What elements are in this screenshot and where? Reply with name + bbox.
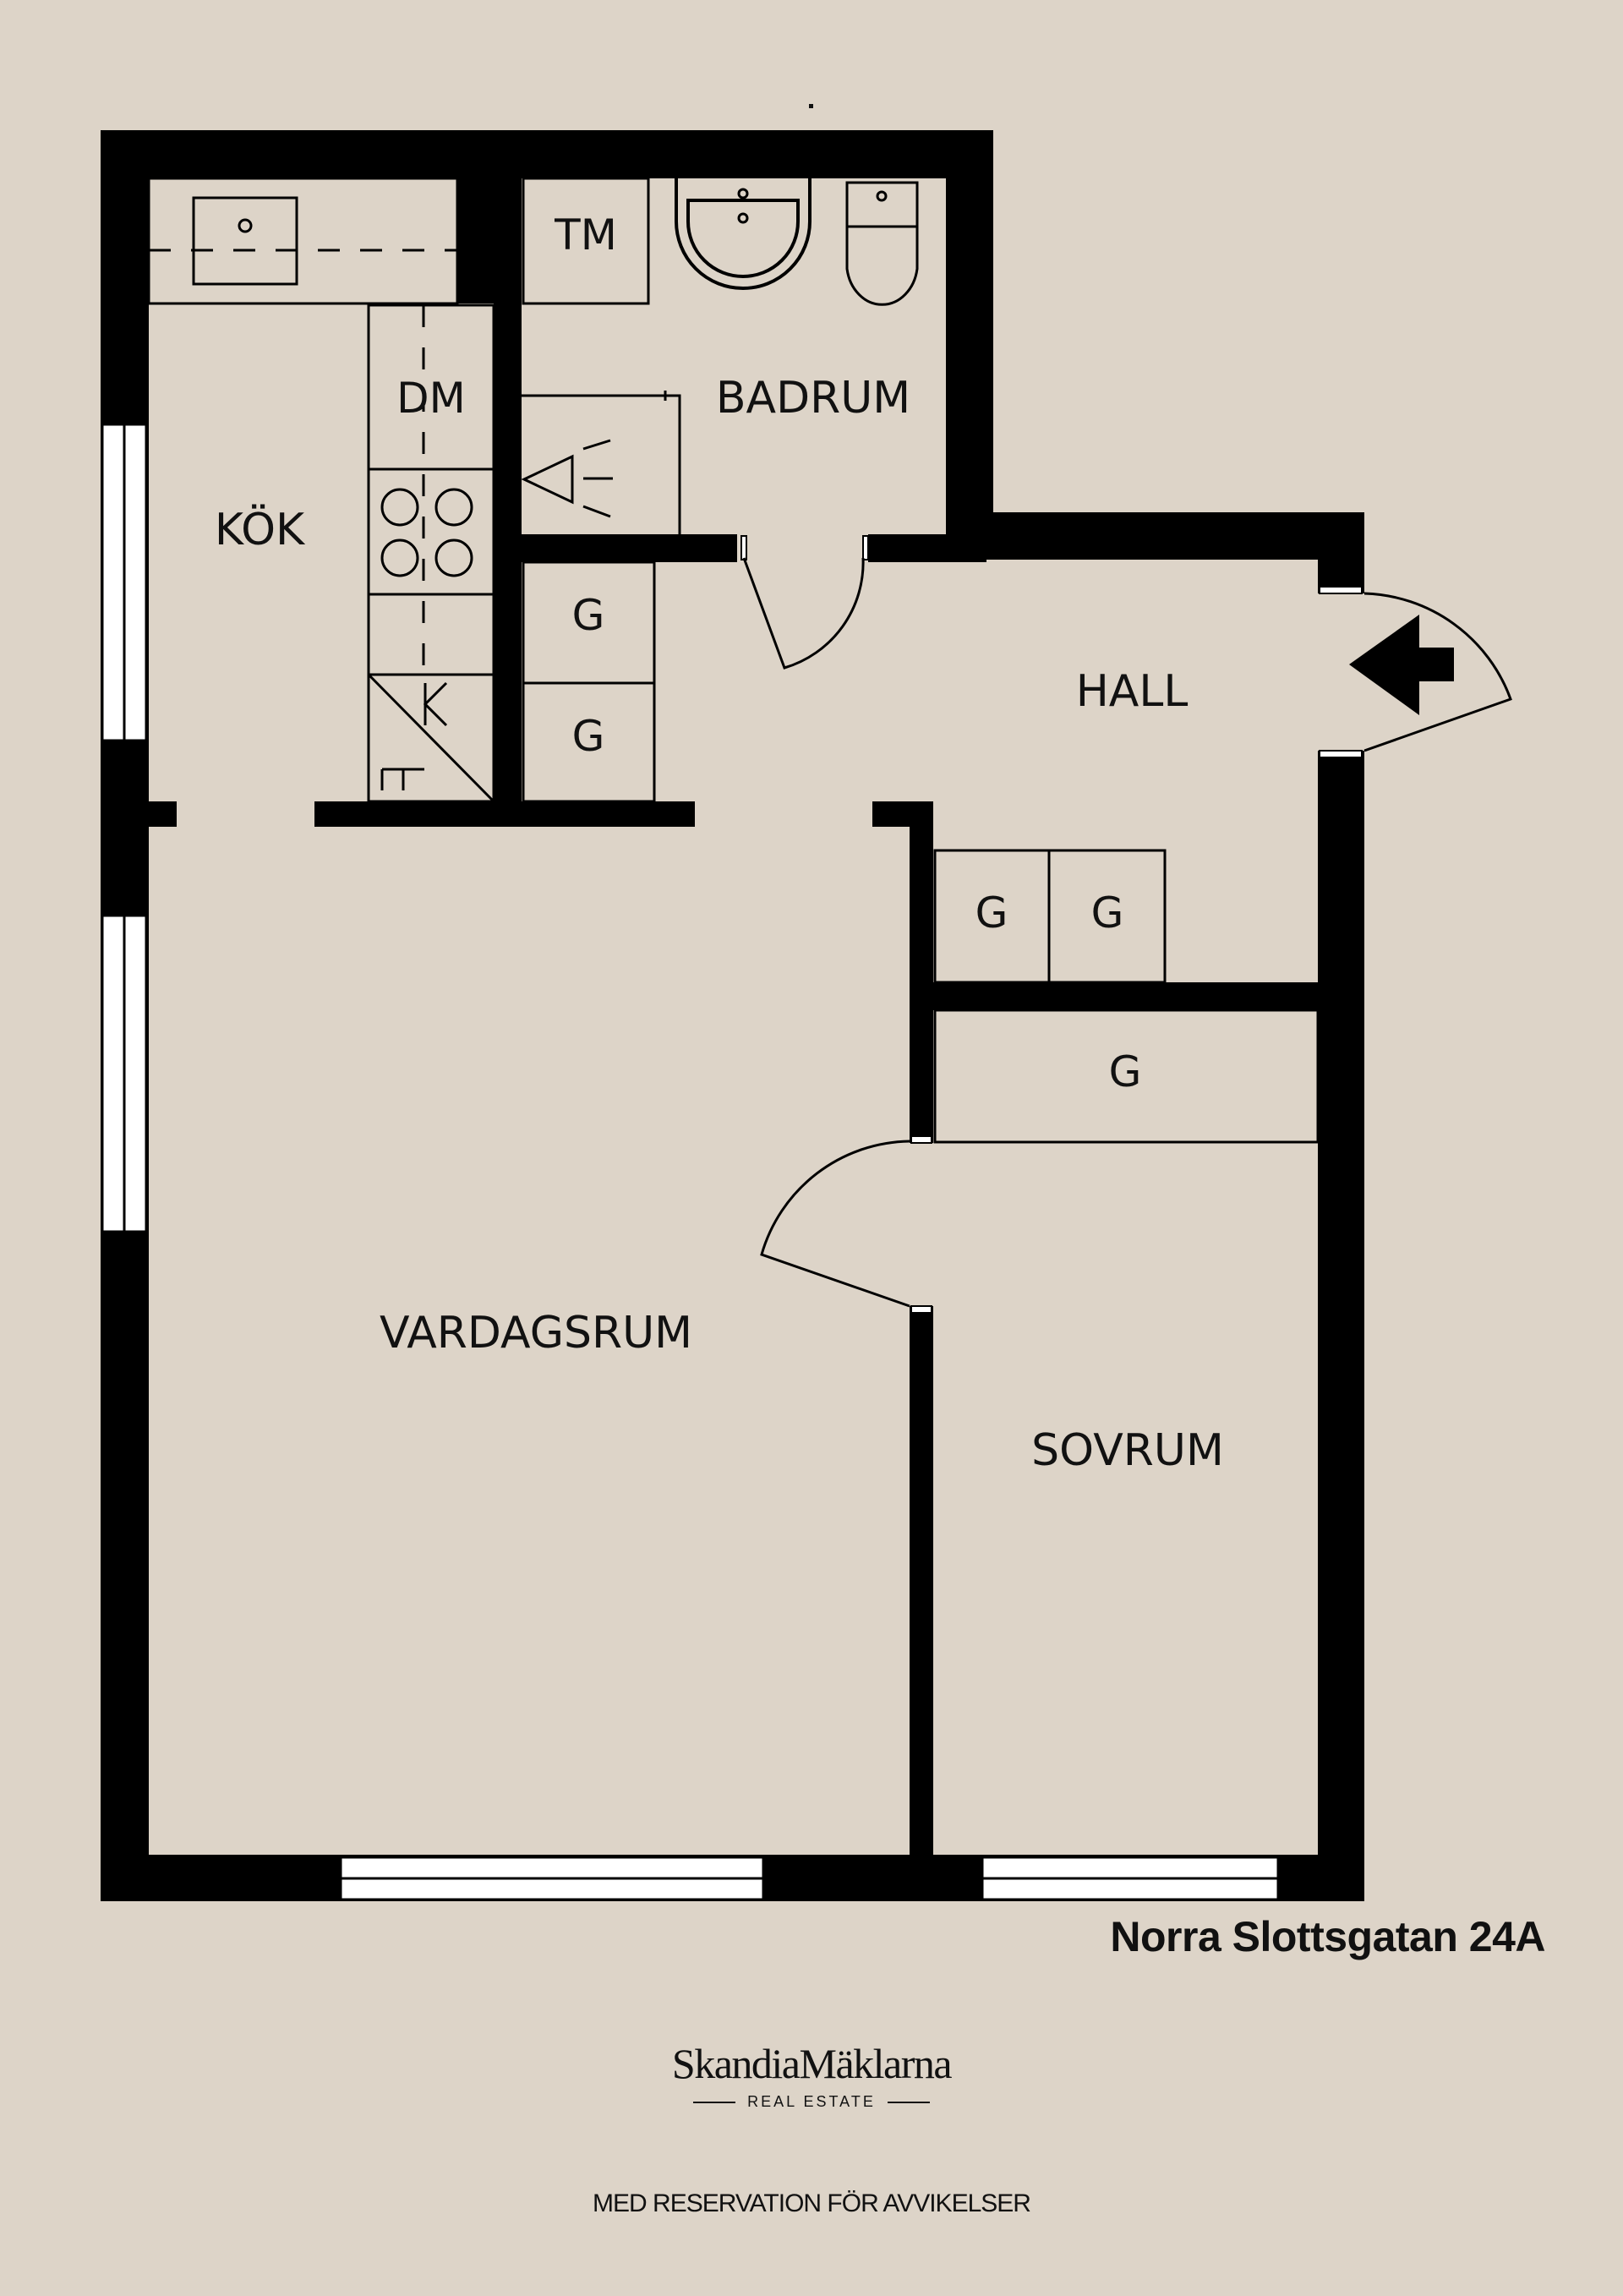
kitchen-fixtures [147, 177, 495, 803]
divider [693, 2101, 736, 2103]
toilet-icon [845, 181, 919, 306]
doors [742, 557, 1512, 1308]
room-label-sovrum: SOVRUM [1031, 1425, 1224, 1476]
sink-icon [675, 178, 812, 290]
closets [522, 560, 1320, 1144]
label-dm: DM [396, 374, 466, 423]
windows [101, 423, 1280, 1901]
bathroom-fixtures [521, 177, 919, 534]
room-label-kok: KÖK [215, 504, 306, 555]
closet-label: G [572, 712, 605, 761]
stove-icon [380, 488, 473, 577]
closet-label: G [1091, 888, 1124, 938]
closet-label: G [572, 591, 605, 640]
disclaimer: MED RESERVATION FÖR AVVIKELSER [593, 2189, 1031, 2217]
entrance-arrow-icon [1349, 615, 1454, 715]
brand-tagline: REAL ESTATE [747, 2093, 876, 2110]
brand-name: SkandiaMäklarna [671, 2040, 953, 2087]
room-label-hall: HALL [1076, 666, 1189, 717]
brand-logo: SkandiaMäklarna REAL ESTATE [0, 2039, 1623, 2111]
label-tm: TM [554, 210, 617, 260]
divider [887, 2101, 930, 2103]
kitchen-sink-icon [192, 196, 298, 286]
closet-label: G [1109, 1047, 1142, 1096]
room-label-vardagsrum: VARDAGSRUM [380, 1308, 692, 1358]
room-label-badrum: BADRUM [716, 373, 910, 424]
closet-label: G [975, 888, 1008, 938]
address: Norra Slottsgatan 24A [1110, 1913, 1545, 1960]
shower-icon [521, 439, 613, 518]
